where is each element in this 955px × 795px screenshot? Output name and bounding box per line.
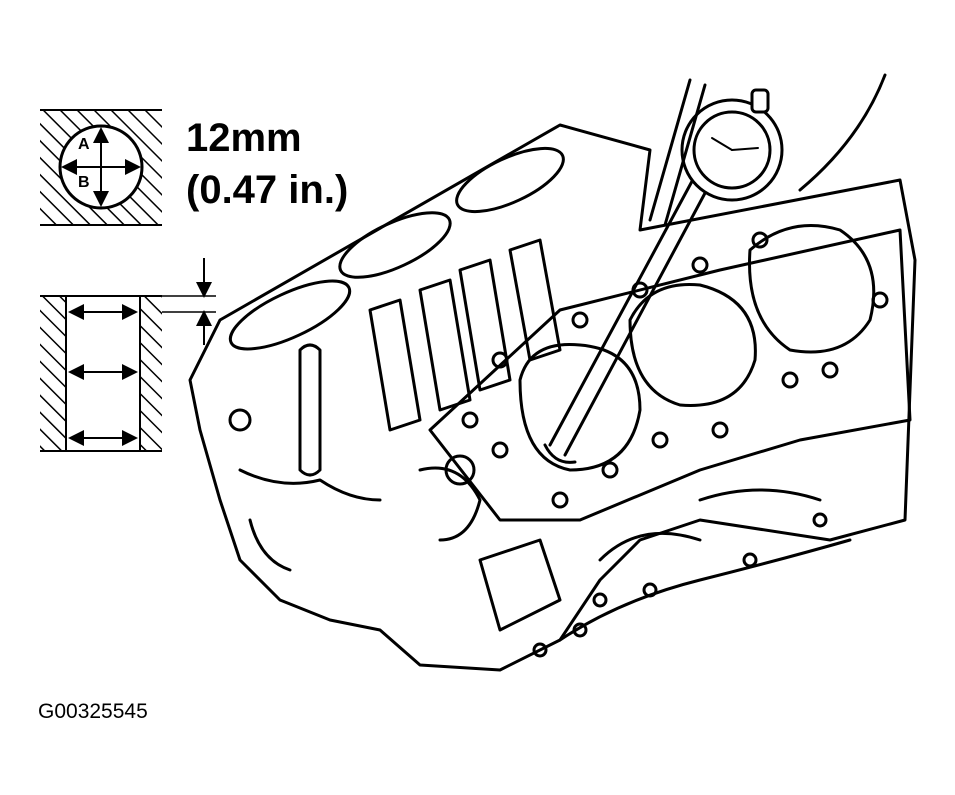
- bore-gauge: [543, 73, 887, 464]
- measurement-mm-label: 12mm: [186, 116, 302, 160]
- engine-block: [188, 123, 917, 672]
- direction-a-label: A: [78, 136, 90, 153]
- bore-side-view: [40, 258, 216, 452]
- bore-top-view: [40, 109, 162, 226]
- figure-id-label: G00325545: [38, 700, 148, 723]
- measurement-inch-label: (0.47 in.): [186, 168, 349, 212]
- direction-b-label: B: [78, 174, 90, 191]
